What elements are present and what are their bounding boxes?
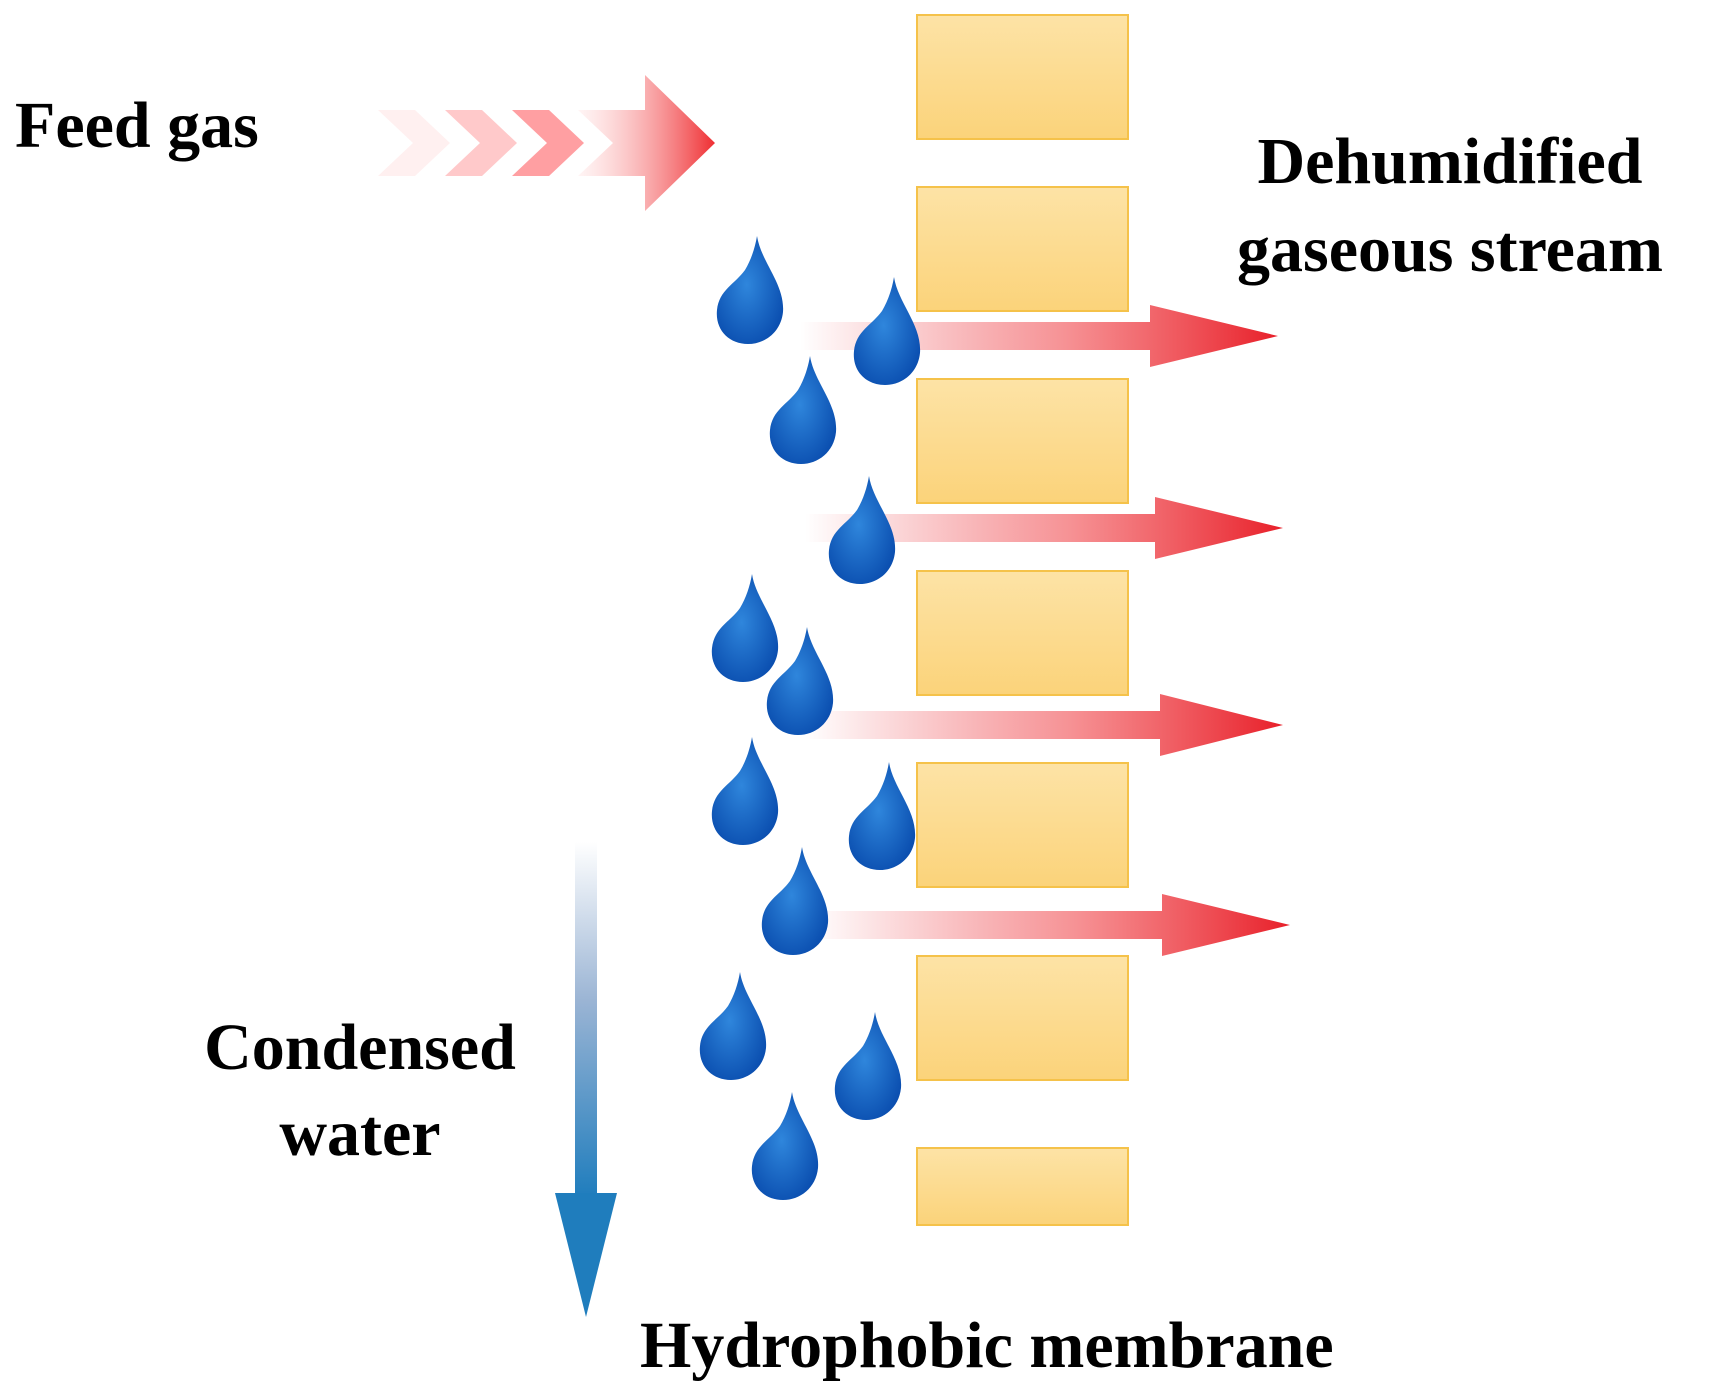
water-arrow-shaft bbox=[575, 842, 597, 1197]
water-droplet-icon bbox=[699, 972, 767, 1080]
water-droplet-icon bbox=[751, 1092, 819, 1200]
water-droplet-icon bbox=[769, 356, 837, 464]
dehumidified-label-line1: Dehumidified bbox=[1257, 125, 1643, 198]
membrane-block bbox=[916, 955, 1129, 1081]
feed-chevron-1 bbox=[378, 110, 450, 176]
arrow-right-icon bbox=[810, 894, 1290, 956]
membrane-block bbox=[916, 1147, 1129, 1226]
water-droplet-icon bbox=[761, 847, 829, 955]
feed-chevron-2 bbox=[445, 110, 517, 176]
feed-gas-label: Feed gas bbox=[15, 89, 259, 162]
feed-gas-arrow bbox=[378, 75, 715, 211]
dehumidified-label-line2: gaseous stream bbox=[1237, 213, 1663, 286]
membrane-block bbox=[916, 570, 1129, 696]
arrow-right-icon bbox=[800, 305, 1278, 367]
membrane-block bbox=[916, 186, 1129, 312]
condensed-label-line1: Condensed bbox=[204, 1011, 516, 1084]
permeate-arrows bbox=[800, 305, 1290, 956]
condensed-label-line2: water bbox=[279, 1097, 441, 1170]
membrane-block bbox=[916, 14, 1129, 140]
condensed-water-arrow bbox=[555, 842, 617, 1317]
arrow-right-icon bbox=[805, 694, 1283, 756]
water-droplet-icon bbox=[711, 737, 779, 845]
arrow-right-icon bbox=[805, 497, 1283, 559]
water-droplet-icon bbox=[828, 476, 896, 584]
water-droplet-icon bbox=[834, 1012, 902, 1120]
water-droplet-icon bbox=[716, 236, 784, 344]
feed-arrow-head bbox=[578, 75, 715, 211]
dehumidified-stream-label: Dehumidified gaseous stream bbox=[1180, 118, 1720, 294]
feed-chevron-3 bbox=[512, 110, 584, 176]
condensed-water-label: Condensed water bbox=[150, 1005, 570, 1177]
water-droplet-icon bbox=[853, 277, 921, 385]
hydrophobic-membrane-label: Hydrophobic membrane bbox=[640, 1309, 1334, 1382]
arrow-down-icon bbox=[555, 1193, 617, 1317]
membrane-block bbox=[916, 762, 1129, 888]
hydrophobic-membrane bbox=[916, 14, 1129, 1226]
water-droplet-icon bbox=[711, 574, 779, 682]
water-droplet-icon bbox=[848, 762, 916, 870]
membrane-block bbox=[916, 378, 1129, 504]
